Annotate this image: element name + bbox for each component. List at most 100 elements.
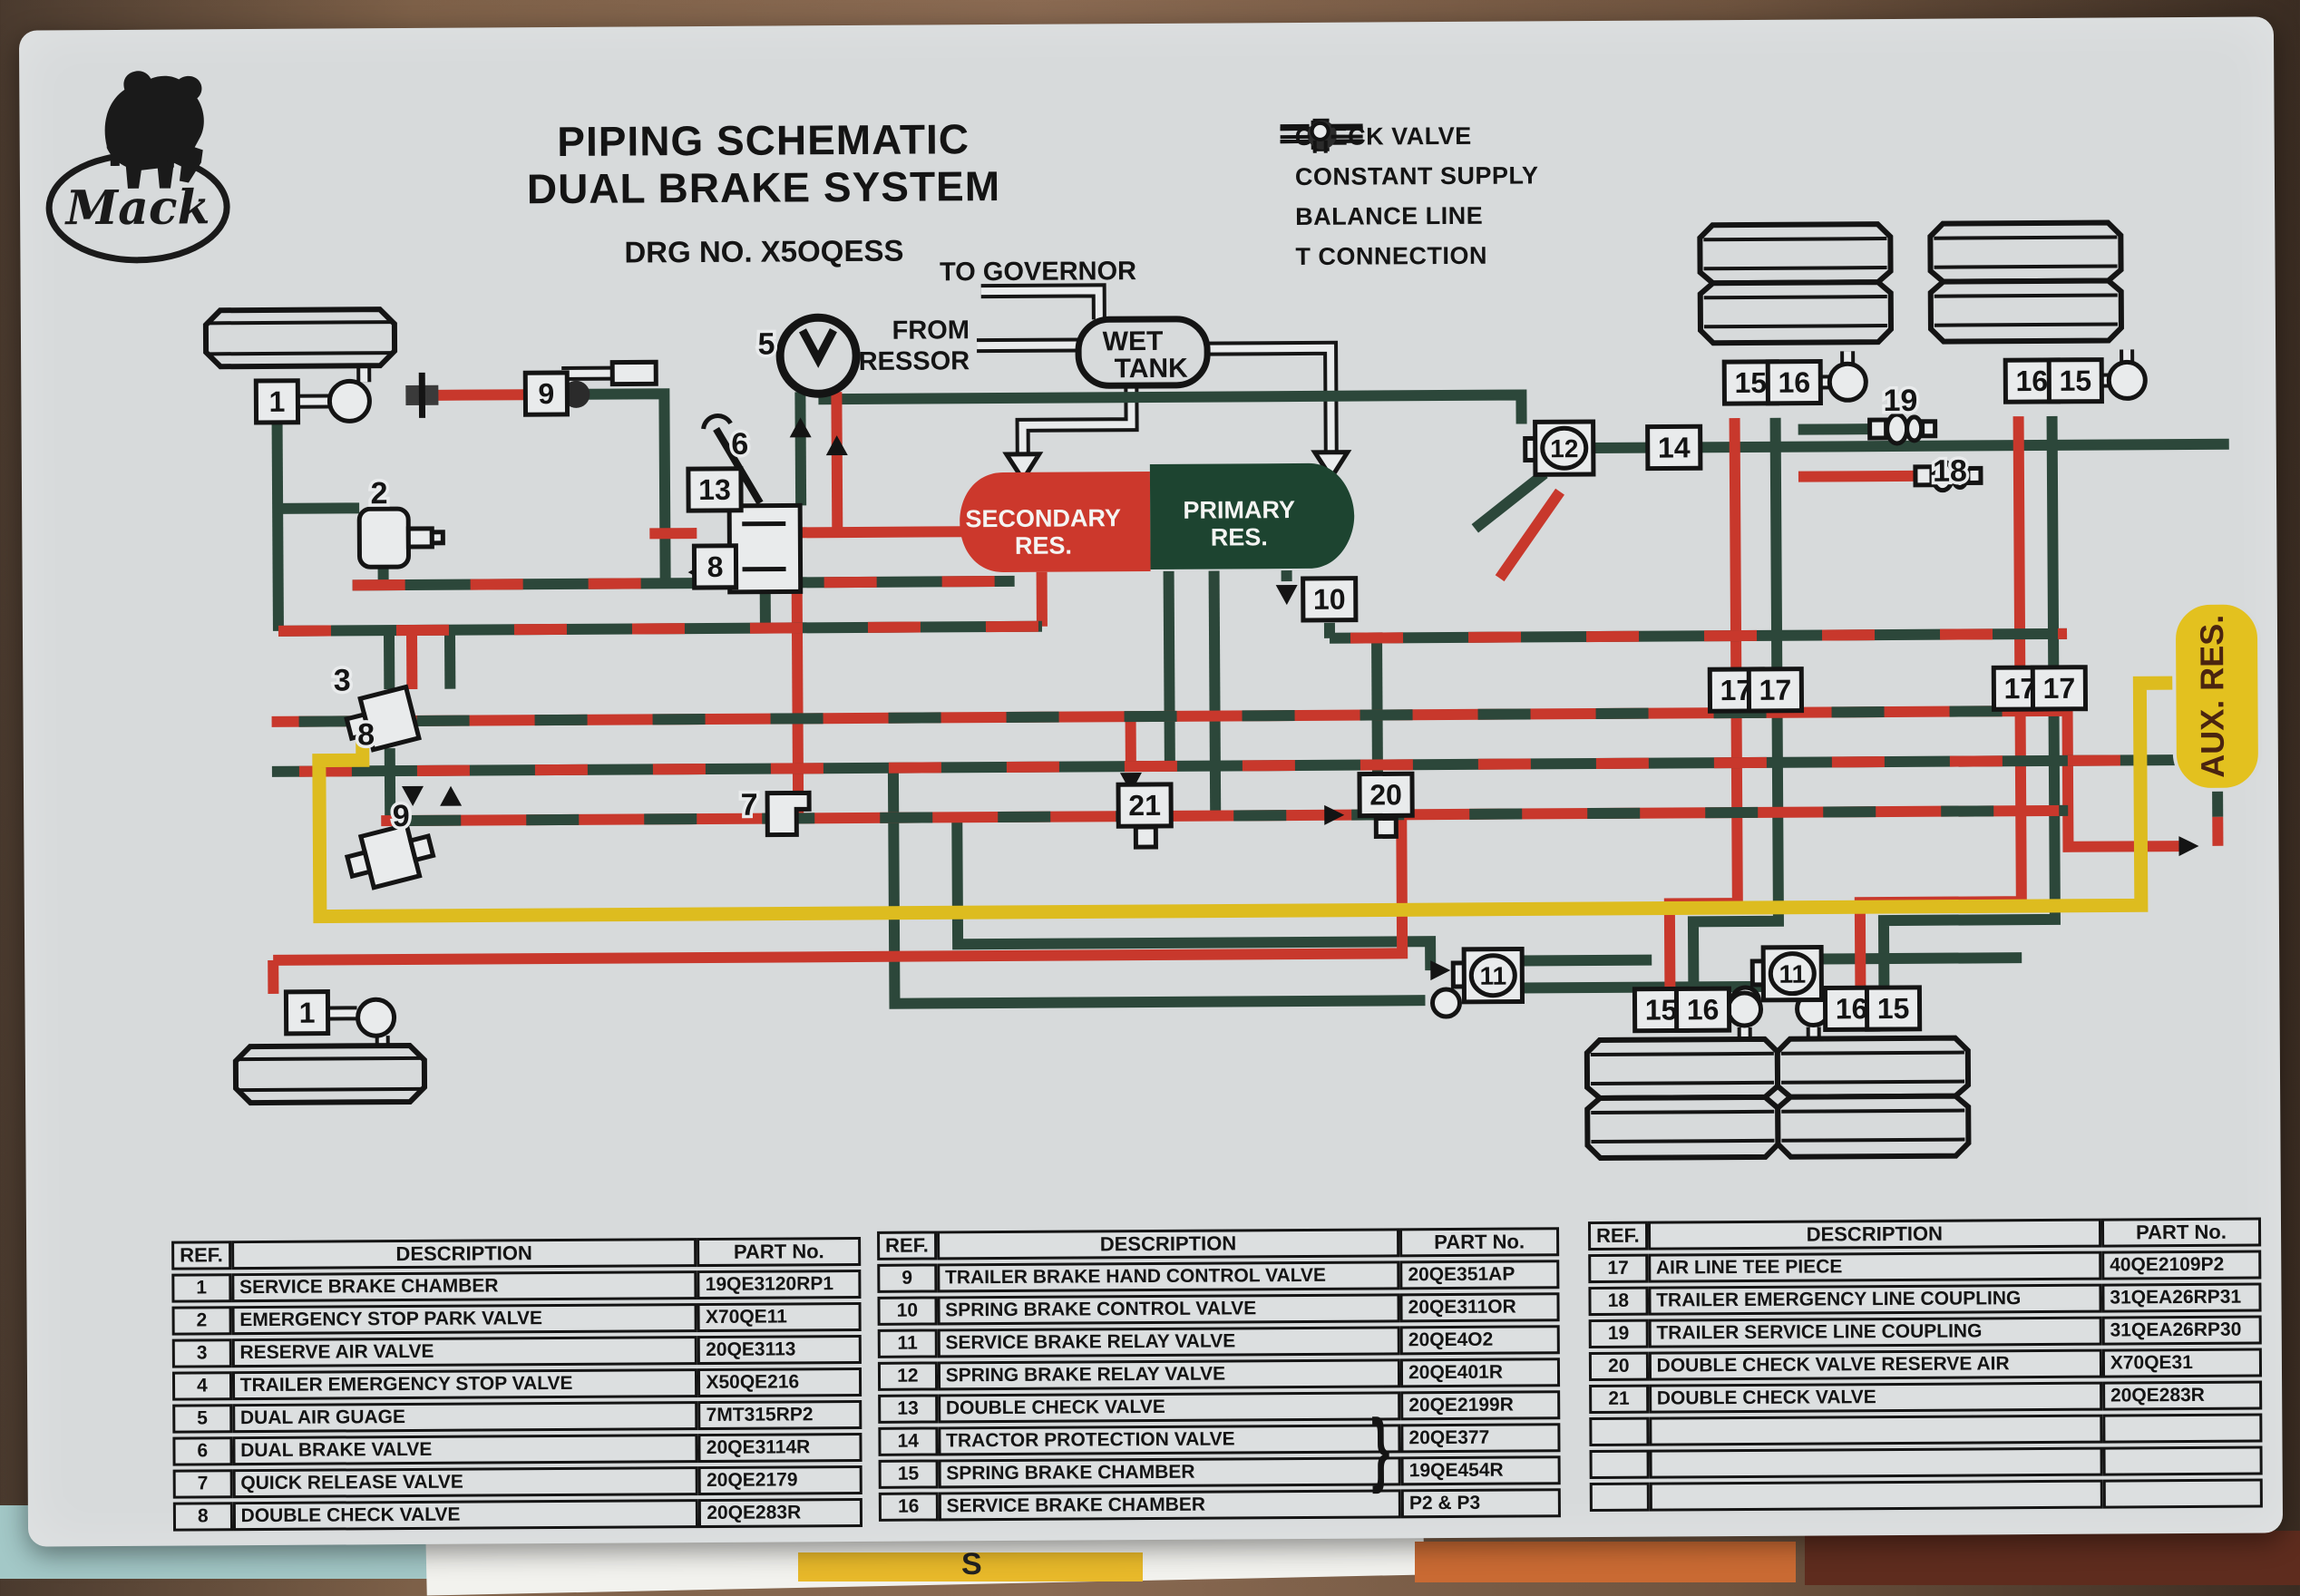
table-cell: SERVICE BRAKE CHAMBER: [230, 1270, 697, 1303]
table-cell: 15: [878, 1459, 939, 1489]
table-cell: TRAILER SERVICE LINE COUPLING: [1648, 1316, 2102, 1348]
table-cell: RESERVE AIR VALVE: [231, 1336, 698, 1368]
valve-3: [344, 684, 422, 753]
table-cell: SERVICE BRAKE RELAY VALVE: [937, 1326, 1400, 1358]
svg-text:5: 5: [757, 327, 775, 362]
svg-text:17: 17: [2042, 672, 2075, 705]
dual-brake-valve: [701, 414, 804, 595]
table-cell: 20QE283R: [2101, 1380, 2263, 1411]
table-cell: 4: [171, 1371, 232, 1401]
component-marker-10: 10: [1301, 576, 1359, 623]
table-cell: 20QE3114R: [697, 1432, 862, 1464]
table-cell: 18: [1588, 1286, 1649, 1317]
wet-tank-label: TANK: [1115, 354, 1189, 384]
equipment-layer: WET TANK TO GOVERNOR FROM COMPRESSOR SEC…: [205, 222, 2262, 1167]
component-marker-16: 16: [1673, 986, 1732, 1033]
table-cell: SPRING BRAKE CHAMBER: [938, 1456, 1401, 1489]
table-cell: 14: [878, 1426, 939, 1456]
table-cell: 7: [172, 1469, 233, 1499]
table-cell: 9: [877, 1263, 938, 1293]
component-marker-8: 8: [691, 543, 739, 590]
legend: CHECK VALVE CONSTANT SUPPLY BALANCE LINE…: [1279, 115, 1540, 277]
table-header: DESCRIPTION: [230, 1238, 697, 1270]
table-cell: 16: [878, 1492, 939, 1522]
from-compressor-label: FROM: [892, 316, 970, 345]
svg-text:14: 14: [1658, 431, 1691, 463]
table-cell: 20QE283R: [698, 1497, 863, 1529]
table-cell: SPRING BRAKE RELAY VALVE: [937, 1358, 1401, 1391]
schematic-board: Mack PIPING SCHEMATIC DUAL BRAKE SYSTEM …: [18, 16, 2284, 1547]
table-cell: 6: [172, 1436, 233, 1466]
table-cell: [1649, 1479, 2103, 1512]
svg-text:19: 19: [1883, 384, 1917, 418]
relay-port: [1429, 987, 1462, 1019]
svg-text:3: 3: [334, 663, 351, 697]
pipe-network: [268, 283, 2231, 1046]
component-marker-7: 7: [737, 784, 761, 825]
table-cell: 21: [1589, 1384, 1649, 1415]
svg-text:2: 2: [370, 476, 387, 511]
svg-text:9: 9: [538, 377, 554, 410]
table-cell: TRAILER EMERGENCY STOP VALVE: [231, 1368, 698, 1401]
chamber-pushrod: [2106, 359, 2148, 401]
svg-text:16: 16: [1687, 993, 1720, 1026]
hand-control-fittings: [405, 359, 658, 418]
table-header: PART No.: [697, 1236, 862, 1268]
table-cell: 20QE311OR: [1399, 1292, 1560, 1323]
component-marker-9: 9: [389, 795, 413, 836]
svg-text:10: 10: [1313, 583, 1346, 616]
component-marker-9: 9: [522, 370, 570, 417]
flow-arrows: [402, 417, 2199, 981]
table-cell: DUAL BRAKE VALVE: [232, 1434, 698, 1466]
mack-wordmark: Mack: [63, 180, 210, 236]
table-cell: 19QE454R: [1400, 1455, 1561, 1486]
svg-text:16: 16: [1836, 992, 1868, 1025]
table-cell: 20QE2199R: [1400, 1390, 1561, 1421]
component-marker-19: 19: [1880, 380, 1921, 421]
component-marker-18: 18: [1929, 451, 1970, 491]
svg-text:21: 21: [1128, 789, 1161, 822]
primary-res-label: RES.: [1211, 523, 1268, 550]
component-marker-2: 2: [367, 473, 391, 514]
table-cell: 20QE377: [1400, 1423, 1561, 1454]
component-marker-15: 15: [1864, 985, 1923, 1032]
valve-9-lower: [344, 822, 436, 890]
component-marker-17: 17: [1746, 667, 1805, 714]
component-marker-11: 11: [1760, 944, 1824, 1003]
svg-text:8: 8: [707, 550, 724, 583]
component-marker-11: 11: [1461, 946, 1525, 1005]
table-cell: 13: [878, 1394, 939, 1424]
table-header: REF.: [877, 1231, 937, 1260]
rear-air-bag: [1930, 222, 2121, 341]
wet-tank: WET TANK: [1075, 316, 1211, 389]
t-connection-icon: [1280, 121, 1363, 153]
aux-reservoir: AUX. RES.: [2172, 600, 2262, 792]
table-row: [1589, 1445, 2263, 1480]
table-cell: 1: [171, 1273, 232, 1303]
table-cell: X50QE216: [697, 1367, 862, 1398]
table-cell: TRAILER BRAKE HAND CONTROL VALVE: [936, 1260, 1400, 1293]
table-header: PART No.: [1399, 1227, 1560, 1258]
secondary-reservoir: SECONDARY RES.: [960, 472, 1151, 572]
table-cell: 20QE2179: [697, 1465, 862, 1496]
svg-text:12: 12: [1550, 434, 1578, 462]
component-marker-16: 16: [1765, 358, 1823, 406]
table-cell: [1649, 1446, 2103, 1479]
svg-text:11: 11: [1479, 962, 1506, 990]
table-cell: TRAILER EMERGENCY LINE COUPLING: [1648, 1283, 2102, 1316]
svg-text:6: 6: [731, 427, 748, 462]
svg-text:1: 1: [299, 997, 316, 1029]
table-cell: DOUBLE CHECK VALVE: [1648, 1381, 2103, 1414]
dual-air-gauge: [775, 313, 861, 398]
